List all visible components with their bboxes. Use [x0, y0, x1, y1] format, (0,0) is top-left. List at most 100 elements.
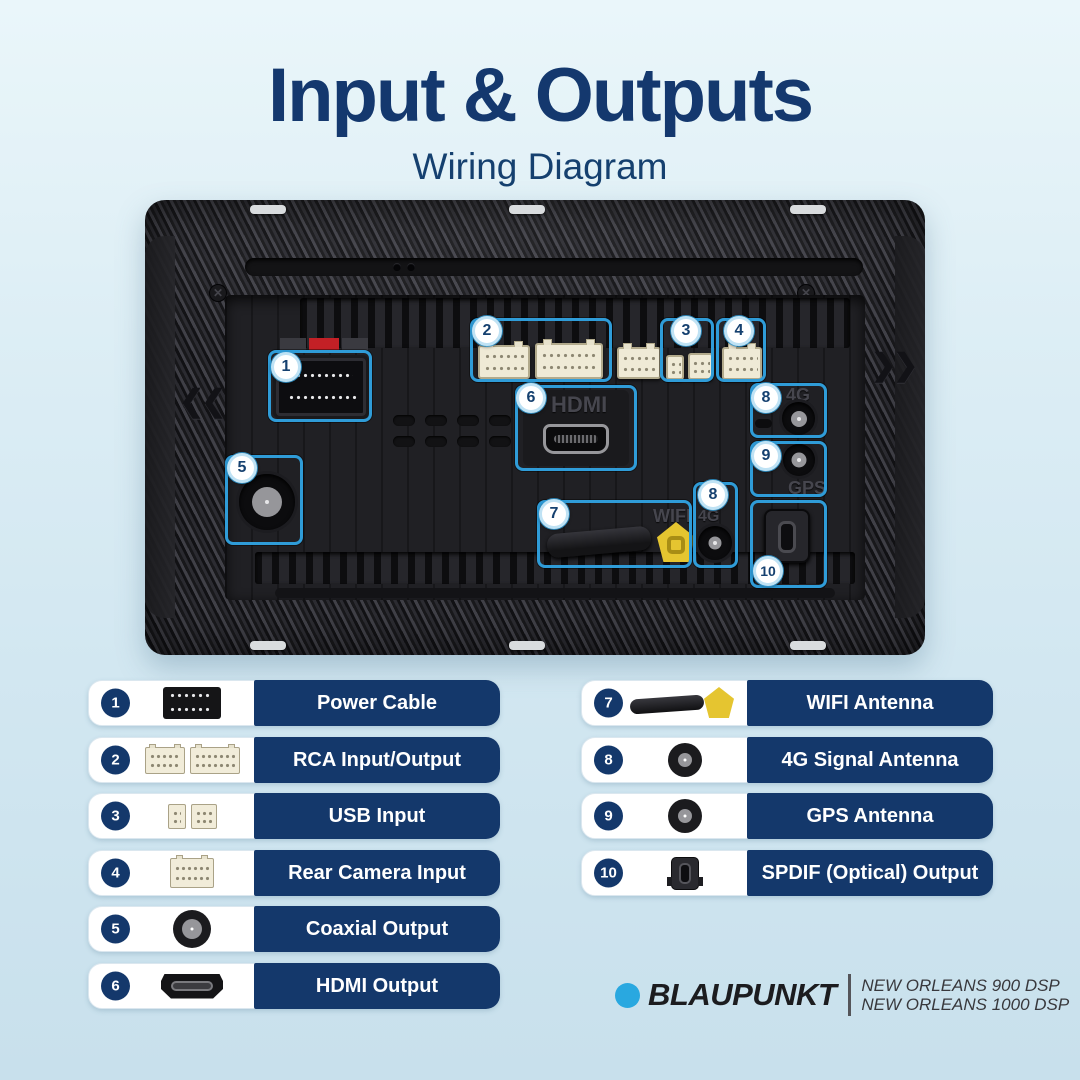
right-arrow-molding: ❯❯ — [871, 349, 918, 382]
pin-slot — [755, 419, 772, 428]
legend-number-badge: 5 — [101, 914, 130, 944]
mount-tab — [790, 205, 826, 214]
brand-footer: BLAUPUNKT NEW ORLEANS 900 DSP NEW ORLEAN… — [615, 970, 1069, 1020]
callout-8-badge: 8 — [751, 383, 781, 413]
callout-6-badge: 6 — [516, 383, 546, 413]
callout-box-spdif — [750, 500, 827, 588]
legend-label: GPS Antenna — [806, 804, 934, 827]
legend-row-rca: 2 RCA Input/Output — [88, 737, 500, 783]
legend-number-badge: 2 — [101, 745, 130, 775]
usb-connector — [666, 355, 684, 380]
4g-mid-label: 4G — [698, 508, 720, 525]
coaxial-jack-icon — [173, 910, 211, 948]
legend-row-power: 1 Power Cable — [88, 680, 500, 726]
callout-7-badge: 7 — [539, 499, 569, 529]
rca-connector — [535, 339, 603, 379]
gps-antenna-jack — [783, 444, 815, 476]
legend-row-4g: 8 4G Signal Antenna — [581, 737, 993, 783]
rca-connector — [478, 341, 530, 379]
head-unit-rear-panel: ✕ ✕ ❮❮ ❯❯ 1 — [145, 200, 925, 655]
power-connector-icon — [163, 687, 221, 719]
aux-connector — [617, 343, 661, 379]
gps-jack-icon — [668, 799, 702, 833]
callout-box-wifi — [537, 500, 692, 568]
wifi-antenna-icon — [629, 685, 740, 721]
4g-antenna-jack-2 — [698, 526, 732, 560]
legend-number-badge: 4 — [101, 858, 130, 888]
4g-port-label: 4G — [786, 385, 811, 405]
mount-tab — [509, 641, 545, 650]
mount-tab — [250, 205, 286, 214]
legend-row-usb: 3 USB Input — [88, 793, 500, 839]
legend-number-badge: 9 — [594, 801, 623, 831]
legend-row-hdmi: 6 HDMI Output — [88, 963, 500, 1009]
legend-label: RCA Input/Output — [292, 748, 462, 771]
callout-box-gps — [750, 441, 827, 497]
callout-5-badge: 5 — [227, 453, 257, 483]
page-title: Input & Outputs — [267, 53, 814, 138]
legend-row-wifi: 7 WIFI Antenna — [581, 680, 993, 726]
connector-latch — [342, 338, 368, 350]
callout-8b-badge: 8 — [698, 480, 728, 510]
left-side-trim — [145, 236, 175, 618]
legend-label: Power Cable — [316, 691, 438, 714]
hdmi-port — [543, 424, 609, 454]
left-arrow-molding: ❮❮ — [179, 385, 226, 418]
legend-label: HDMI Output — [315, 974, 439, 997]
legend-number-badge: 10 — [594, 858, 623, 888]
callout-box-power — [268, 350, 372, 422]
legend-row-spdif: 10 SPDIF (Optical) Output — [581, 850, 993, 896]
callout-4-badge: 4 — [724, 316, 754, 346]
bottom-groove — [275, 588, 835, 598]
blaupunkt-dot-icon — [615, 982, 640, 1008]
callout-box-4g-top — [750, 383, 827, 438]
legend-label: Rear Camera Input — [288, 861, 466, 884]
legend-label: Coaxial Output — [305, 917, 449, 940]
rca-connectors-icon — [133, 738, 251, 782]
screw-icon: ✕ — [209, 284, 227, 302]
callout-10-badge: 10 — [753, 556, 783, 586]
legend-row-coaxial: 5 Coaxial Output — [88, 906, 500, 952]
camera-connector-icon — [133, 851, 251, 895]
spdif-port — [764, 509, 810, 563]
top-groove — [245, 258, 863, 276]
footer-divider — [848, 974, 852, 1016]
mount-tab — [250, 641, 286, 650]
4g-jack-icon — [668, 743, 702, 777]
callout-2-badge: 2 — [472, 316, 502, 346]
screw-hole — [393, 263, 401, 271]
legend-row-gps: 9 GPS Antenna — [581, 793, 993, 839]
legend-number-badge: 6 — [101, 971, 130, 1001]
brand-name: BLAUPUNKT — [648, 977, 837, 1012]
vent-grid — [393, 415, 519, 449]
red-latch — [309, 338, 339, 350]
hdmi-port-icon — [161, 973, 223, 999]
callout-box-hdmi — [515, 385, 637, 471]
legend-number-badge: 8 — [594, 745, 623, 775]
model-name-2: NEW ORLEANS 1000 DSP — [861, 995, 1070, 1014]
callout-box-coax — [225, 455, 303, 545]
legend-label: SPDIF (Optical) Output — [761, 861, 979, 884]
4g-antenna-jack — [782, 402, 815, 435]
legend-label: USB Input — [328, 804, 426, 827]
legend-row-camera: 4 Rear Camera Input — [88, 850, 500, 896]
legend-label: WIFI Antenna — [806, 691, 934, 714]
callout-3-badge: 3 — [671, 316, 701, 346]
spdif-port-icon — [667, 856, 703, 890]
callout-9-badge: 9 — [751, 441, 781, 471]
legend-number-badge: 1 — [101, 688, 130, 718]
mount-tab — [790, 641, 826, 650]
mount-tab — [509, 205, 545, 214]
page-subtitle: Wiring Diagram — [412, 146, 668, 187]
hdmi-port-label: HDMI — [551, 392, 608, 417]
legend-number-badge: 3 — [101, 801, 130, 831]
screw-hole — [407, 263, 415, 271]
callout-1-badge: 1 — [271, 352, 301, 382]
callout-box-rca — [470, 318, 612, 382]
gps-port-label: GPS — [788, 478, 827, 498]
wifi-port-label: WIFI — [653, 506, 691, 526]
model-name-1: NEW ORLEANS 900 DSP — [861, 976, 1060, 995]
connector-latch — [280, 338, 306, 350]
usb-connectors-icon — [133, 794, 251, 838]
